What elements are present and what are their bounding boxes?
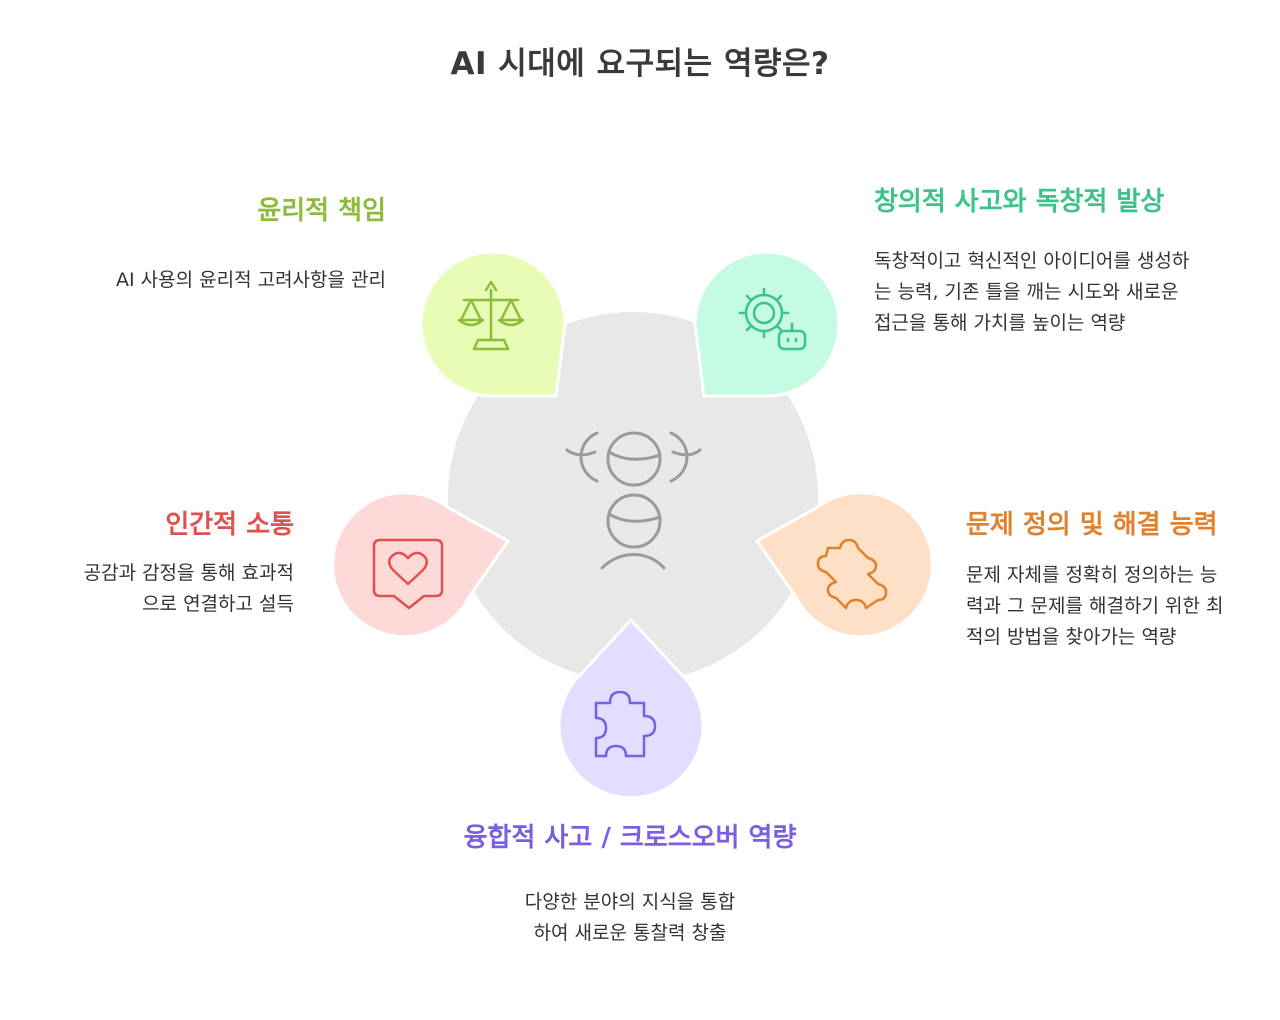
creativity-drop	[693, 250, 841, 398]
problem-solving-desc-line: 문제 자체를 정확히 정의하는 능	[966, 564, 1218, 586]
problem-solving-desc-line: 적의 방법을 찾아가는 역량	[966, 626, 1177, 648]
problem-solving-desc-line: 력과 그 문제를 해결하기 위한 최	[966, 595, 1224, 617]
ethics-drop	[419, 250, 567, 398]
problem-solving-title: 문제 정의 및 해결 능력	[966, 510, 1218, 540]
puzzle-icon	[594, 690, 657, 758]
creativity-title: 창의적 사고와 독창적 발상	[874, 187, 1165, 217]
ethics-desc-line: AI 사용의 윤리적 고려사항을 관리	[116, 269, 386, 291]
communication-desc-line: 공감과 감정을 통해 효과적	[83, 562, 294, 584]
convergence-desc-line: 다양한 분야의 지식을 통합	[524, 891, 736, 913]
creativity-desc-line: 접근을 통해 가치를 높이는 역량	[874, 312, 1126, 334]
creativity-description: 독창적이고 혁신적인 아이디어를 생성하 는 능력, 기존 틀을 깨는 시도와 …	[874, 246, 1189, 339]
convergence-description: 다양한 분야의 지식을 통합 하여 새로운 통찰력 창출	[430, 887, 830, 949]
communication-desc-line: 으로 연결하고 설득	[142, 593, 294, 615]
gear-robot-icon	[738, 287, 807, 351]
ethics-description: AI 사용의 윤리적 고려사항을 관리	[116, 265, 386, 296]
convergence-desc-line: 하여 새로운 통찰력 창출	[533, 922, 727, 944]
problem-solving-drop	[754, 491, 934, 639]
balance-scale-icon	[457, 280, 525, 351]
people-group-icon	[565, 431, 702, 570]
page-title: AI 시대에 요구되는 역량은?	[450, 46, 830, 82]
heart-chat-icon	[372, 538, 444, 610]
communication-drop	[331, 491, 511, 639]
communication-title: 인간적 소통	[165, 510, 294, 540]
puzzle-icon	[816, 538, 888, 610]
convergence-title: 융합적 사고 / 크로스오버 역량	[463, 823, 797, 853]
communication-description: 공감과 감정을 통해 효과적 으로 연결하고 설득	[84, 558, 294, 620]
creativity-desc-line: 독창적이고 혁신적인 아이디어를 생성하	[874, 250, 1190, 272]
center-circle	[448, 312, 818, 682]
ethics-title: 윤리적 책임	[257, 196, 386, 226]
creativity-desc-line: 는 능력, 기존 틀을 깨는 시도와 새로운	[874, 281, 1179, 303]
problem-solving-description: 문제 자체를 정확히 정의하는 능 력과 그 문제를 해결하기 위한 최 적의 …	[966, 560, 1223, 653]
